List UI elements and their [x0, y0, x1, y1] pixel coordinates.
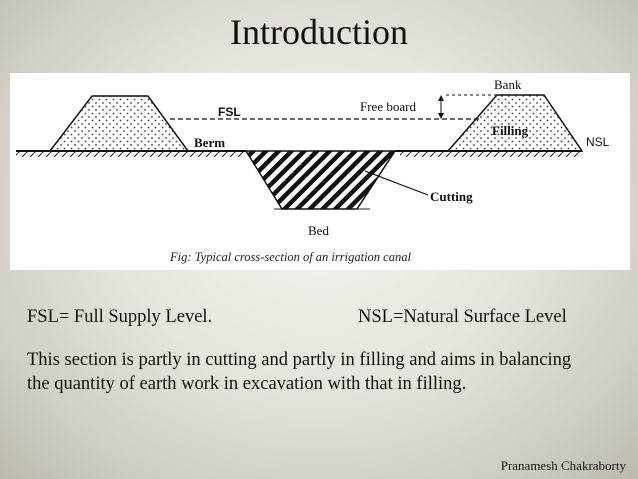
nsl-label: NSL — [586, 135, 610, 149]
cutting-leader-line — [364, 170, 429, 196]
left-bank — [48, 95, 190, 152]
filling-label: Filling — [492, 123, 529, 138]
nsl-definition: NSL=Natural Surface Level — [358, 307, 567, 327]
berm-label: Berm — [194, 135, 225, 150]
fsl-label: FSL — [218, 105, 241, 119]
author-credit: Pranamesh Chakraborty — [500, 458, 626, 473]
cutting-region — [244, 150, 397, 210]
slide-title: Introduction — [230, 12, 408, 52]
fsl-definition: FSL= Full Supply Level. — [27, 307, 213, 327]
free-board-arrow — [438, 95, 444, 119]
body-paragraph: This section is partly in cutting and pa… — [27, 350, 572, 394]
bed-label: Bed — [308, 223, 329, 238]
figure-caption: Fig: Typical cross-section of an irrigat… — [169, 250, 411, 264]
canal-cross-section-figure: Bank FSL Free board Filling NSL Berm Cut… — [10, 73, 630, 270]
cutting-label: Cutting — [430, 189, 473, 204]
free-board-label: Free board — [360, 99, 416, 114]
bank-label: Bank — [494, 77, 522, 92]
canal-cross-section-diagram: Bank FSL Free board Filling NSL Berm Cut… — [16, 77, 610, 264]
right-bank — [446, 94, 584, 152]
definitions-row: FSL= Full Supply Level. NSL=Natural Surf… — [27, 305, 607, 329]
